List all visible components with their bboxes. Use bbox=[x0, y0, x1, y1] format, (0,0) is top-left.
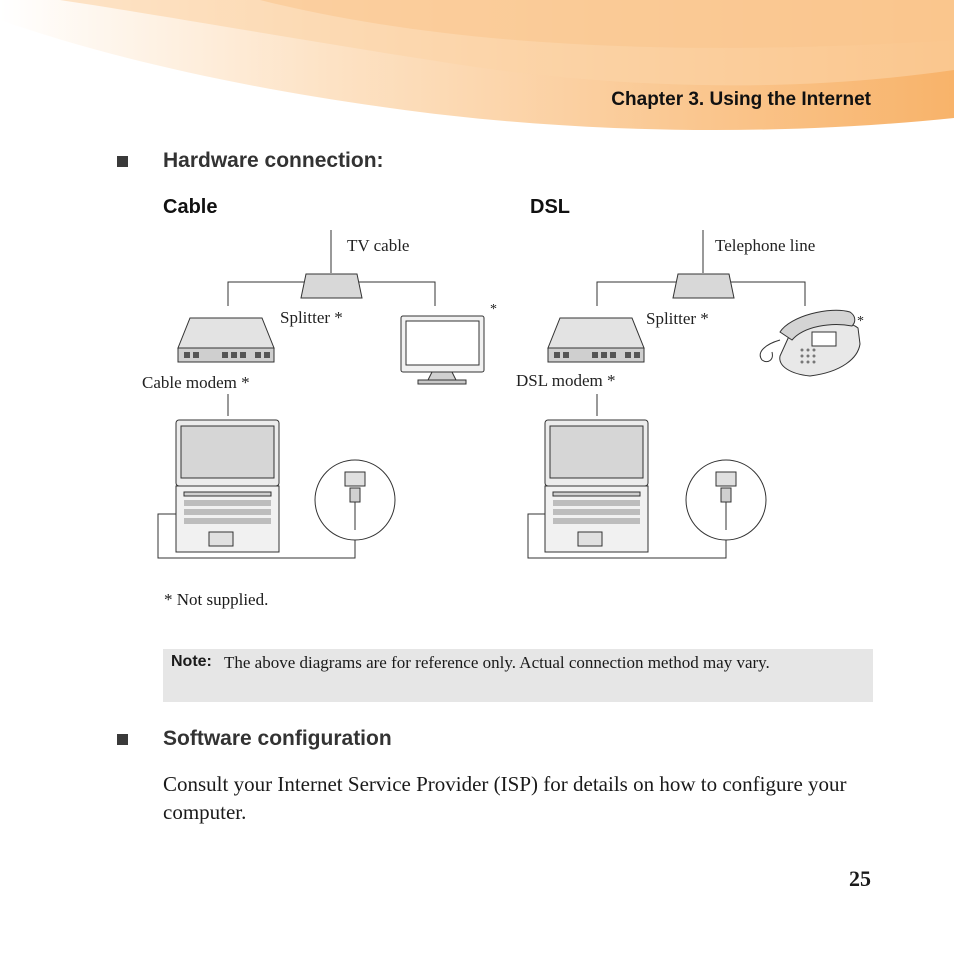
tv-cable-label: TV cable bbox=[347, 236, 410, 255]
cable-splitter-icon bbox=[300, 273, 363, 299]
monitor-not-supplied-mark: * bbox=[490, 302, 497, 317]
cable-ethernet-port-icon bbox=[314, 459, 396, 541]
software-body-text: Consult your Internet Service Provider (… bbox=[163, 772, 847, 824]
monitor-icon bbox=[400, 315, 485, 385]
note-label: Note: bbox=[171, 653, 212, 670]
page-number: 25 bbox=[849, 866, 871, 891]
cable-splitter-label: Splitter * bbox=[280, 308, 343, 327]
telephone-line-label: Telephone line bbox=[715, 236, 816, 255]
note-box: Note: The above diagrams are for referen… bbox=[163, 649, 873, 702]
cable-modem-label: Cable modem * bbox=[142, 373, 250, 392]
hardware-connection-heading: Hardware connection: bbox=[163, 149, 384, 172]
dsl-modem-label: DSL modem * bbox=[516, 371, 616, 390]
phone-not-supplied-mark: * bbox=[857, 314, 864, 329]
dsl-splitter-icon bbox=[672, 273, 735, 299]
cable-laptop-icon bbox=[175, 419, 280, 553]
dsl-splitter-label: Splitter * bbox=[646, 309, 709, 328]
cable-modem-icon bbox=[177, 317, 275, 363]
dsl-title: DSL bbox=[530, 196, 570, 218]
software-configuration-heading: Software configuration bbox=[163, 727, 392, 750]
header-banner bbox=[0, 0, 954, 131]
bullet-square-icon bbox=[117, 156, 128, 167]
dsl-modem-icon bbox=[547, 317, 645, 363]
chapter-title: Chapter 3. Using the Internet bbox=[611, 89, 871, 110]
dsl-ethernet-port-icon bbox=[685, 459, 767, 541]
telephone-icon bbox=[759, 309, 861, 377]
not-supplied-footnote: * Not supplied. bbox=[164, 590, 269, 609]
connection-diagram bbox=[157, 230, 861, 559]
note-text: The above diagrams are for reference onl… bbox=[224, 653, 770, 672]
dsl-laptop-icon bbox=[544, 419, 649, 553]
cable-title: Cable bbox=[163, 196, 218, 218]
bullet-square-icon bbox=[117, 734, 128, 745]
